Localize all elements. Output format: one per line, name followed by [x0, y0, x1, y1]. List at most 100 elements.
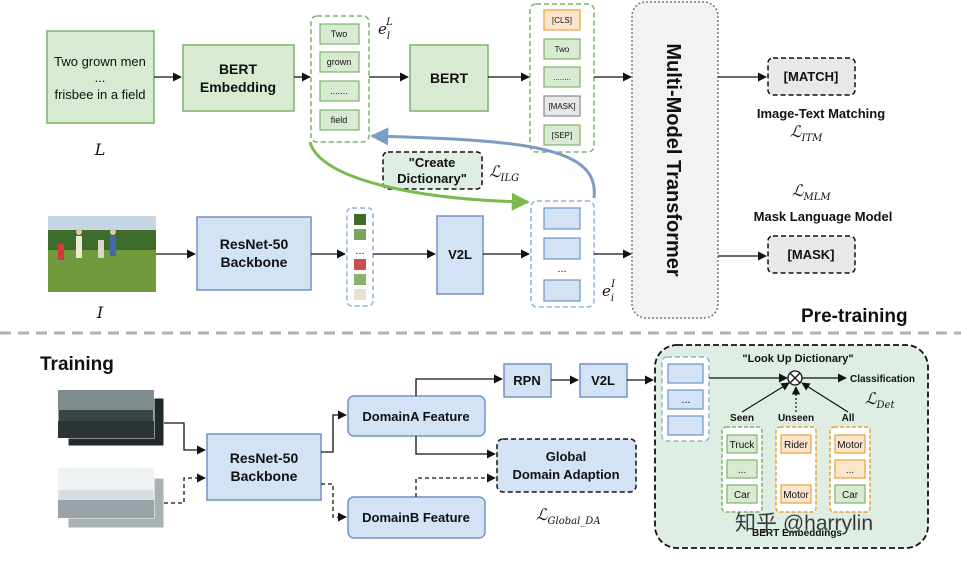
output-token-text: ........	[553, 73, 571, 82]
arrow-all-to-multiply	[801, 382, 849, 413]
region-crop	[354, 274, 366, 285]
token-text: .......	[330, 86, 348, 96]
domain-a-feature-label: DomainA Feature	[362, 409, 469, 424]
global-da-box	[496, 438, 637, 493]
global-da-line-1: Global	[546, 449, 586, 464]
lookup-dictionary-title: "Look Up Dictionary"	[742, 353, 853, 365]
arrow-resnet-to-domain-a	[321, 410, 347, 453]
output-token-text: Two	[555, 45, 570, 54]
rpn-label: RPN	[513, 373, 540, 388]
region-feature-cell	[667, 363, 704, 384]
visual-embedding-cell	[543, 237, 581, 260]
all-class-cell	[834, 484, 866, 504]
bert-embedding-box	[182, 44, 295, 112]
seen-class-text: Truck	[730, 440, 756, 451]
resnet-box-pretrain	[196, 216, 312, 291]
token-text: grown	[327, 57, 352, 67]
global-da-line-2: Domain Adaption	[512, 467, 619, 482]
arrow-domain-a-to-resnet	[164, 422, 206, 455]
mask-token-cell	[543, 95, 581, 117]
token-cell	[319, 23, 360, 45]
region-dots: ...	[355, 245, 364, 257]
unseen-class-text: Motor	[783, 490, 809, 501]
region-crop	[354, 289, 366, 300]
region-crop	[354, 229, 366, 240]
create-dictionary-line-1: "Create	[409, 155, 456, 170]
bert-embeddings-label: BERT Embeddings	[752, 528, 842, 539]
resnet-training-line-2: Backbone	[231, 468, 298, 484]
text-input-box	[46, 30, 155, 124]
region-feature-cell	[667, 415, 704, 436]
image-symbol: I	[96, 303, 104, 322]
all-label: All	[842, 413, 855, 424]
resnet-box-training	[206, 433, 322, 501]
token-cell	[319, 109, 360, 131]
visual-embedding-cell	[543, 207, 581, 230]
arrow-domain-a-to-rpn	[415, 374, 503, 396]
itm-label: Image-Text Matching	[757, 106, 885, 121]
e-i-label: eiI	[602, 279, 616, 304]
rpn-box	[503, 363, 552, 398]
det-loss: ℒDet	[865, 389, 895, 411]
v2l-box-training	[579, 363, 628, 398]
arrow-resnet-to-domain-b	[321, 483, 347, 522]
multiply-icon	[787, 370, 803, 386]
ilg-loss: ℒILG	[489, 162, 519, 184]
e-l-label: elL	[378, 17, 393, 42]
output-token-cell	[543, 38, 581, 60]
all-class-text: ...	[846, 465, 854, 476]
v2l-label-training: V2L	[591, 373, 615, 388]
input-photo	[48, 216, 156, 292]
resnet-line-1: ResNet-50	[220, 236, 289, 252]
region-crop	[354, 214, 366, 225]
token-text: field	[331, 115, 348, 125]
all-class-cell	[834, 459, 866, 479]
classification-label: Classification	[850, 374, 915, 385]
text-input-line-2: ...	[95, 70, 106, 85]
seen-class-cell	[726, 459, 758, 479]
region-feature-cell	[667, 389, 704, 410]
transformer-label: Multi-Model Transformer	[662, 43, 684, 277]
text-symbol: L	[94, 140, 106, 159]
domain-a-images	[57, 389, 165, 447]
cls-token-cell	[543, 9, 581, 31]
bert-label: BERT	[430, 70, 469, 86]
blue-curve-arrow	[370, 127, 596, 199]
output-token-text: [MASK]	[548, 102, 575, 111]
mlm-loss: ℒMLM	[792, 181, 831, 203]
v2l-box-pretrain	[436, 215, 484, 295]
seen-class-text: Car	[734, 490, 751, 501]
all-class-text: Motor	[837, 440, 863, 451]
mlm-label: Mask Language Model	[754, 209, 893, 224]
region-crop	[354, 259, 366, 270]
unseen-class-cell	[780, 484, 812, 504]
seen-class-cell	[726, 434, 758, 454]
text-input-line-3: frisbee in a field	[54, 87, 145, 102]
global-da-loss: ℒGlobal_DA	[536, 505, 601, 527]
training-section-label: Training	[40, 354, 114, 375]
unseen-label: Unseen	[778, 413, 814, 424]
mask-token-label: [MASK]	[788, 247, 835, 262]
token-cell	[319, 51, 360, 73]
domain-b-feature-label: DomainB Feature	[362, 510, 470, 525]
output-token-cell	[543, 124, 581, 146]
domain-b-images	[57, 467, 165, 529]
all-class-cell	[834, 434, 866, 454]
arrow-domain-b-to-resnet	[164, 473, 206, 504]
bert-box	[409, 44, 489, 112]
token-cell	[319, 80, 360, 102]
seen-class-cell	[726, 484, 758, 504]
output-token-text: [CLS]	[552, 16, 572, 25]
bert-embedding-line-1: BERT	[219, 61, 258, 77]
visual-dots: ...	[557, 263, 566, 275]
arrow-domain-b-to-global-da	[415, 473, 496, 497]
create-dictionary-line-2: Dictionary"	[397, 171, 467, 186]
seen-class-text: ...	[738, 465, 746, 476]
pretraining-section-label: Pre-training	[801, 306, 908, 327]
match-token-box	[767, 57, 856, 96]
unseen-class-text: Rider	[784, 440, 809, 451]
output-token-cell	[543, 66, 581, 88]
watermark: 知乎 @harrylin	[735, 512, 873, 535]
v2l-label-pretrain: V2L	[448, 247, 472, 262]
